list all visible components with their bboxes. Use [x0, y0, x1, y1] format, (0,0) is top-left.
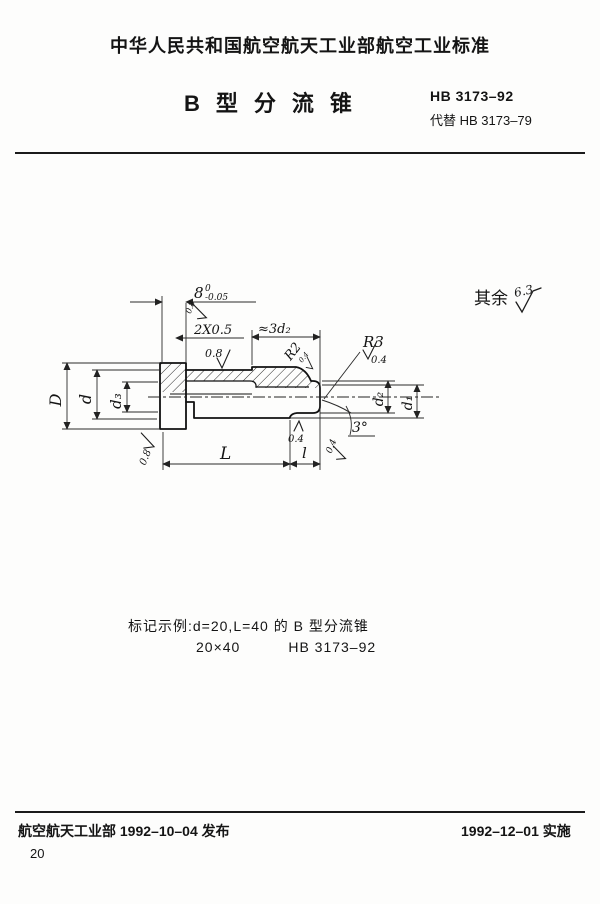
nose-length-label: ≈3d₂	[258, 322, 291, 337]
roughness-fillet-value: 0.4	[288, 434, 304, 445]
standard-org-line: 中华人民共和国航空航天工业部航空工业标准	[110, 36, 490, 56]
example-standard-code: HB 3173–92	[288, 639, 377, 655]
footer-implemented-line: 1992–12–01 实施	[461, 823, 571, 839]
part-inner-lines	[170, 380, 309, 395]
dim-label-L: L	[219, 444, 231, 464]
taper-angle-label: 3°	[352, 420, 368, 436]
dim-label-D: D	[46, 393, 65, 407]
dim-width8-tol-upper: 0	[205, 284, 211, 294]
standard-number: HB 3173–92	[430, 88, 514, 104]
general-roughness-prefix: 其余	[474, 289, 508, 308]
general-roughness-value: 6.3	[513, 282, 535, 300]
document-title: B型分流锥	[184, 91, 368, 116]
roughness-groove-value: 0.8	[184, 300, 197, 315]
dim-label-d: d	[76, 394, 95, 404]
dim-label-d1: d₁	[400, 396, 416, 411]
footer-divider	[15, 811, 585, 813]
dimension-lines	[62, 296, 424, 470]
footer-issued-line: 航空航天工业部 1992–10–04 发布	[18, 823, 230, 839]
chamfer-label: 2X0.5	[193, 323, 232, 338]
section-hatching	[160, 363, 318, 392]
designation-example-line1: 标记示例:d=20,L=40 的 B 型分流锥	[128, 618, 369, 634]
dim-label-d3: d₃	[107, 393, 125, 409]
roughness-top-value: 0.8	[205, 347, 223, 360]
roughness-left-value: 0.8	[138, 448, 154, 467]
designation-example-line2: 20×40 HB 3173–92	[196, 639, 376, 655]
replaces-note: 代替 HB 3173–79	[430, 113, 532, 128]
roughness-symbols	[140, 287, 542, 460]
technical-drawing: D d d₃ d₂ d₁ L l 8 0 -0.05 2X0.5 ≈3d₂ R3…	[46, 282, 542, 470]
example-size: 20×40	[196, 639, 241, 655]
roughness-r3-value: 0.4	[371, 355, 387, 366]
header-divider	[15, 152, 585, 154]
dim-label-d2: d₂	[371, 391, 387, 406]
radius-r3-label: R3	[362, 333, 384, 351]
roughness-tip-value: 0.4	[325, 438, 340, 455]
dim-label-l: l	[302, 444, 307, 462]
dim-width8-tol-lower: -0.05	[205, 293, 228, 303]
page-number: 20	[30, 846, 45, 861]
dim-width8-nominal: 8	[194, 284, 204, 302]
